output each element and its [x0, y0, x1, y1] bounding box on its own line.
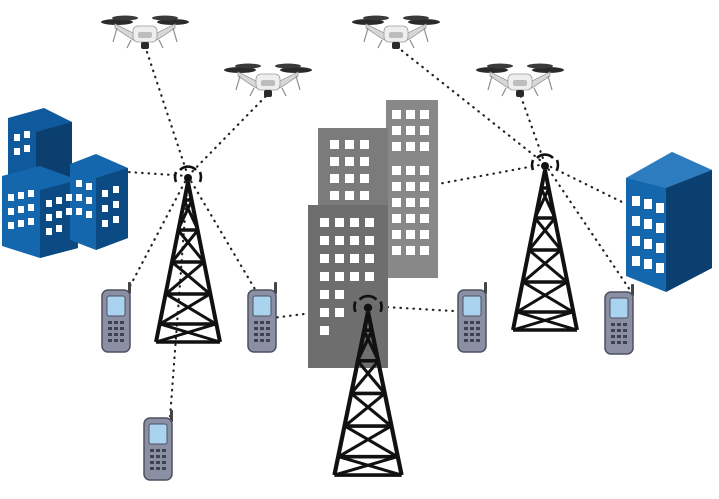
phone-2 — [248, 282, 277, 352]
link-tower-right-building-center — [438, 164, 545, 184]
drone-3 — [352, 16, 440, 50]
phone-1 — [102, 282, 131, 352]
phone-3 — [458, 282, 487, 352]
phone-4 — [605, 284, 634, 354]
drone-1 — [101, 16, 189, 50]
building-left — [2, 108, 128, 258]
drone-2 — [224, 64, 312, 98]
phone-5 — [144, 410, 173, 480]
link-tower-left-drone-1 — [145, 46, 188, 176]
tower-right — [513, 155, 577, 330]
building-right — [626, 152, 712, 292]
link-tower-left-building-left — [128, 172, 188, 176]
drone-4 — [476, 64, 564, 98]
link-tower-left-drone-2 — [188, 94, 268, 176]
link-tower-right-drone-4 — [520, 94, 545, 164]
tower-left — [156, 167, 220, 342]
